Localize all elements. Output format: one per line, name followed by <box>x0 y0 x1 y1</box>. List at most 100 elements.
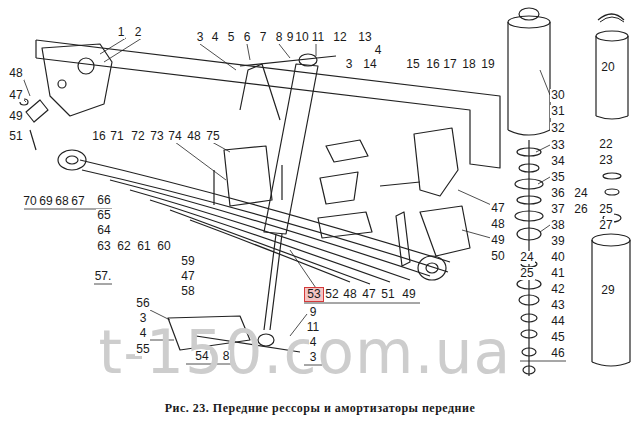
callout-number: 42 <box>550 283 565 296</box>
spring-pin <box>26 100 48 122</box>
callout-number: 75 <box>205 130 220 143</box>
callout-number: 11 <box>306 321 320 334</box>
callout-number: 9 <box>286 31 295 44</box>
callout-number: 57. <box>94 270 113 283</box>
callout-number: 22 <box>598 138 613 151</box>
callout-number: 37 <box>550 203 565 216</box>
callout-number: 49 <box>401 288 416 301</box>
callout-number: 30 <box>550 89 565 102</box>
callout-number: 20 <box>600 61 615 74</box>
callout-number: 27 <box>598 219 613 232</box>
callout-number: 67 <box>70 195 85 208</box>
callout-number: 4 <box>211 31 220 44</box>
spring-eye <box>418 256 446 280</box>
callout-number: 24 <box>573 187 588 200</box>
callout-number: 3 <box>196 31 205 44</box>
callout-number: 45 <box>550 331 565 344</box>
shackle-plate <box>420 206 470 256</box>
callout-number: 48 <box>342 288 357 301</box>
callout-number: 8 <box>222 350 231 363</box>
callout-number: 4 <box>139 327 148 340</box>
callout-number: 4 <box>309 336 318 349</box>
callout-number: 52 <box>324 288 339 301</box>
callout-number: 72 <box>130 130 145 143</box>
callout-number: 15 <box>405 58 420 71</box>
callout-number: 48 <box>186 130 201 143</box>
callout-number: 34 <box>550 155 565 168</box>
callout-number: 56 <box>135 297 150 310</box>
callout-number: 32 <box>550 122 565 135</box>
callout-number: 33 <box>550 139 565 152</box>
plate <box>318 212 372 238</box>
callout-number: 59 <box>180 255 195 268</box>
callout-number: 60 <box>156 240 171 253</box>
shock-absorber <box>264 64 318 234</box>
callout-number: 48 <box>8 67 23 80</box>
callout-number: 24 <box>519 251 534 264</box>
callout-number: 6 <box>243 31 252 44</box>
callout-number: 38 <box>550 219 565 232</box>
callout-number: 19 <box>480 58 495 71</box>
callout-number: 18 <box>461 58 476 71</box>
callout-number: 71 <box>109 130 124 143</box>
callout-number: 68 <box>54 195 69 208</box>
spring-bracket <box>42 44 112 116</box>
buffer <box>320 172 358 204</box>
leaf-spring <box>80 160 450 284</box>
callout-number: 47 <box>361 288 376 301</box>
callout-number: 54 <box>194 350 209 363</box>
callout-number: 58 <box>180 285 195 298</box>
callout-number: 11 <box>311 31 325 44</box>
callout-number: 9 <box>309 306 318 319</box>
shock-cylinder <box>508 8 550 135</box>
callout-number: 70 <box>22 195 37 208</box>
shackle-plate <box>414 128 458 196</box>
callout-number: 26 <box>573 203 588 216</box>
callout-number: 13 <box>357 31 372 44</box>
callout-number: 47 <box>8 89 23 102</box>
callout-number: 7 <box>259 31 268 44</box>
callout-number: 74 <box>167 130 182 143</box>
callout-number: 3 <box>139 312 148 325</box>
callout-number: 12 <box>332 31 347 44</box>
callout-number: 41 <box>550 267 565 280</box>
callout-number: 25 <box>519 267 534 280</box>
figure-caption: Рис. 23. Передние рессоры и амортизаторы… <box>165 401 476 416</box>
callout-number: 64 <box>96 224 111 237</box>
callout-number: 8 <box>275 31 284 44</box>
callout-number: 69 <box>38 195 53 208</box>
callout-number: 2 <box>134 26 143 39</box>
ubolt-bracket <box>224 146 272 206</box>
callout-number: 43 <box>550 299 565 312</box>
piston-parts <box>515 140 621 376</box>
callout-number: 17 <box>442 58 457 71</box>
highlighted-callout: 53 <box>304 287 323 302</box>
callout-number: 31 <box>550 105 565 118</box>
leader-lines <box>22 38 550 340</box>
callout-number: 16 <box>425 58 440 71</box>
callout-number: 3 <box>309 351 318 364</box>
callout-number: 63 <box>96 240 111 253</box>
callout-number: 40 <box>550 251 565 264</box>
callout-number: 65 <box>96 209 111 222</box>
callout-number: 29 <box>600 284 615 297</box>
callout-number: 53 <box>307 287 320 301</box>
callout-number: 61 <box>136 240 151 253</box>
rubber-pad <box>326 140 368 162</box>
callout-number: 73 <box>149 130 164 143</box>
callout-number: 55 <box>135 343 150 356</box>
callout-number: 23 <box>598 154 613 167</box>
callout-number: 3 <box>345 58 354 71</box>
callout-number: 14 <box>362 58 377 71</box>
callout-number: 50 <box>490 250 505 263</box>
callout-number: 62 <box>116 240 131 253</box>
callout-number: 5 <box>227 31 236 44</box>
callout-number: 48 <box>490 218 505 231</box>
callout-number: 47 <box>490 202 505 215</box>
callout-number: 35 <box>550 171 565 184</box>
callout-number: 10 <box>294 31 309 44</box>
callout-number: 4 <box>374 44 383 57</box>
casing <box>596 14 628 119</box>
callout-number: 49 <box>490 234 505 247</box>
